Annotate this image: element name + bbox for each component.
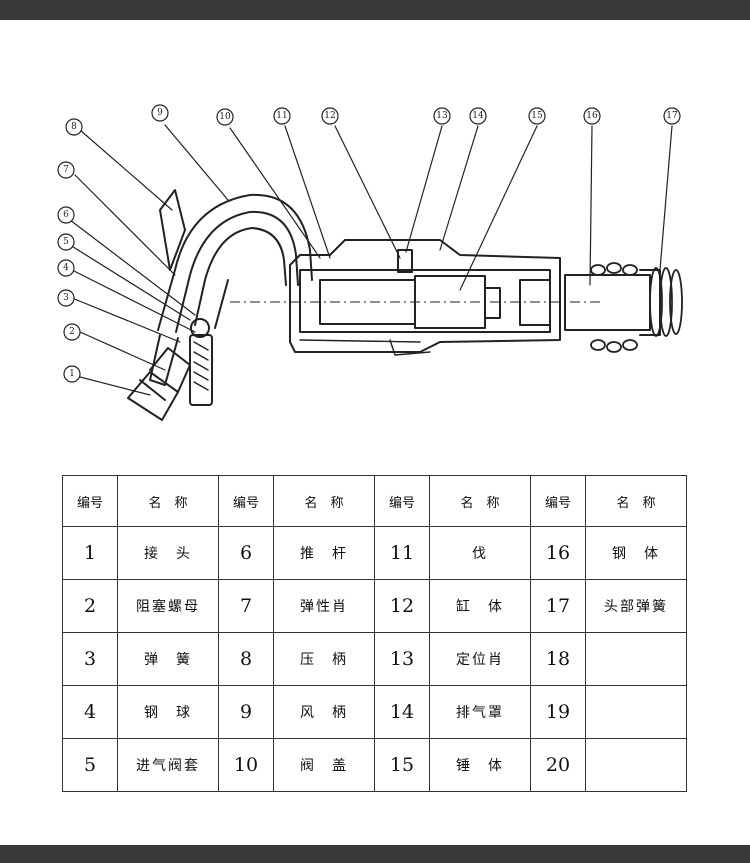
part-name: 钢 球 [117, 685, 219, 739]
part-name: 弹性肖 [273, 579, 375, 633]
part-name: 伐 [429, 526, 531, 580]
part-number: 14 [374, 685, 430, 739]
svg-text:5: 5 [63, 237, 69, 247]
header-name: 名 称 [429, 475, 531, 527]
header-number: 编号 [62, 475, 118, 527]
part-number: 16 [530, 526, 586, 580]
part-number: 10 [218, 738, 274, 792]
callout-1: 1 [63, 365, 81, 383]
callout-10: 10 [216, 108, 234, 126]
part-name [585, 632, 687, 686]
part-number: 1 [62, 526, 118, 580]
svg-text:12: 12 [324, 111, 335, 121]
part-name: 排气罩 [429, 685, 531, 739]
part-name: 压 柄 [273, 632, 375, 686]
header-name: 名 称 [117, 475, 219, 527]
table-row: 4 钢 球 9 风 柄 14 排气罩 19 [62, 685, 687, 739]
svg-text:13: 13 [436, 111, 448, 121]
part-name: 风 柄 [273, 685, 375, 739]
svg-text:11: 11 [276, 111, 287, 121]
svg-text:4: 4 [63, 263, 69, 273]
cylinder-body [289, 239, 561, 356]
svg-text:9: 9 [157, 108, 163, 118]
handle-assembly [149, 189, 313, 386]
inlet-fitting [127, 318, 213, 421]
svg-text:1: 1 [69, 369, 75, 379]
svg-text:10: 10 [219, 112, 231, 122]
svg-text:17: 17 [666, 111, 678, 121]
header-number: 编号 [218, 475, 274, 527]
part-number: 11 [374, 526, 430, 580]
svg-text:6: 6 [63, 210, 69, 220]
part-name: 定位肖 [429, 632, 531, 686]
leader-lines [69, 124, 673, 396]
header-name: 名 称 [585, 475, 687, 527]
part-name: 缸 体 [429, 579, 531, 633]
part-name: 钢 体 [585, 526, 687, 580]
table-row: 5 进气阀套 10 阀 盖 15 锤 体 20 [62, 738, 687, 792]
callout-11: 11 [273, 107, 291, 125]
part-number: 15 [374, 738, 430, 792]
part-number: 17 [530, 579, 586, 633]
svg-text:3: 3 [63, 293, 69, 303]
svg-text:14: 14 [472, 111, 484, 121]
svg-text:7: 7 [63, 165, 69, 175]
callout-7: 7 [57, 161, 75, 179]
tool-cross-section-diagram: 1 2 3 4 5 6 7 8 9 10 11 12 13 14 15 16 1… [57, 104, 683, 421]
top-frame-bar [0, 0, 750, 20]
part-number: 6 [218, 526, 274, 580]
header-number: 编号 [530, 475, 586, 527]
svg-text:2: 2 [69, 327, 75, 337]
svg-text:8: 8 [71, 122, 77, 132]
header-name: 名 称 [273, 475, 375, 527]
part-name: 阀 盖 [273, 738, 375, 792]
part-number: 20 [530, 738, 586, 792]
part-number: 4 [62, 685, 118, 739]
part-number: 13 [374, 632, 430, 686]
part-name [585, 685, 687, 739]
part-name: 进气阀套 [117, 738, 219, 792]
callout-4: 4 [57, 259, 75, 277]
part-name: 推 杆 [273, 526, 375, 580]
callout-14: 14 [469, 107, 487, 125]
part-name: 弹 簧 [117, 632, 219, 686]
part-number: 12 [374, 579, 430, 633]
svg-text:16: 16 [586, 111, 598, 121]
head-spring-assembly [564, 262, 683, 353]
callout-6: 6 [57, 206, 75, 224]
bottom-frame-bar [0, 845, 750, 863]
callout-13: 13 [433, 107, 451, 125]
callout-12: 12 [321, 107, 339, 125]
part-name: 头部弹簧 [585, 579, 687, 633]
parts-list-table: 编号 名 称 编号 名 称 编号 名 称 编号 名 称 1 接 头 6 推 杆 … [62, 475, 687, 792]
part-number: 7 [218, 579, 274, 633]
table-row: 2 阻塞螺母 7 弹性肖 12 缸 体 17 头部弹簧 [62, 579, 687, 633]
table-row: 3 弹 簧 8 压 柄 13 定位肖 18 [62, 632, 687, 686]
table-row: 1 接 头 6 推 杆 11 伐 16 钢 体 [62, 526, 687, 580]
part-number: 9 [218, 685, 274, 739]
part-number: 5 [62, 738, 118, 792]
part-name: 接 头 [117, 526, 219, 580]
part-number: 2 [62, 579, 118, 633]
part-number: 19 [530, 685, 586, 739]
part-name: 阻塞螺母 [117, 579, 219, 633]
part-name [585, 738, 687, 792]
part-number: 18 [530, 632, 586, 686]
part-name: 锤 体 [429, 738, 531, 792]
svg-text:15: 15 [531, 111, 543, 121]
callout-5: 5 [57, 233, 75, 251]
callout-15: 15 [528, 107, 546, 125]
callout-16: 16 [583, 107, 601, 125]
part-number: 8 [218, 632, 274, 686]
callout-2: 2 [63, 323, 81, 341]
callout-17: 17 [663, 107, 681, 125]
table-header-row: 编号 名 称 编号 名 称 编号 名 称 编号 名 称 [62, 475, 687, 527]
header-number: 编号 [374, 475, 430, 527]
callout-9: 9 [151, 104, 169, 122]
callout-8: 8 [65, 118, 83, 136]
callout-3: 3 [57, 289, 75, 307]
part-number: 3 [62, 632, 118, 686]
